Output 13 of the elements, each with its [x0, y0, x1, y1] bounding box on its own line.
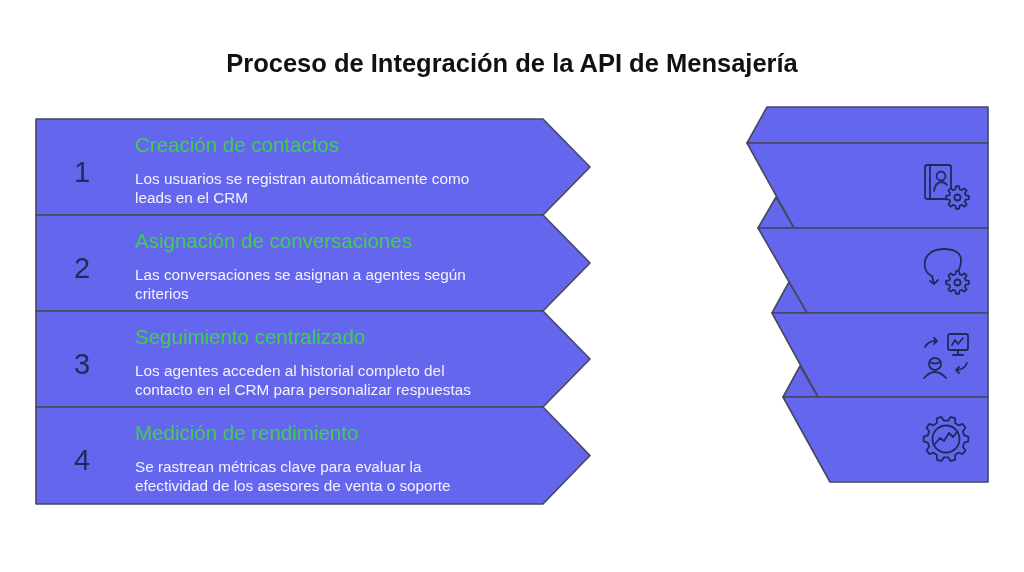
- step-heading: Creación de contactos: [135, 133, 339, 157]
- step-number: 1: [74, 157, 91, 187]
- step-description: Los usuarios se registran automáticamente como leads en el CRM: [135, 170, 471, 207]
- step-heading: Seguimiento centralizado: [135, 325, 366, 349]
- step-number: 2: [74, 253, 91, 283]
- page-title: Proceso de Integración de la API de Mensajería: [226, 49, 798, 78]
- step-description: Los agentes acceden al historial completo del contacto en el CRM para personalizar respuestas: [135, 362, 472, 399]
- step-description: Se rastrean métricas clave para evaluar la efectividad de los asesores de venta o soporte: [135, 458, 452, 495]
- step-heading: Asignación de conversaciones: [135, 229, 412, 253]
- step-number: 4: [74, 445, 91, 475]
- step-description: Las conversaciones se asignan a agentes según criterios: [135, 266, 467, 303]
- step-number: 3: [74, 349, 91, 379]
- step-heading: Medición de rendimiento: [135, 421, 359, 445]
